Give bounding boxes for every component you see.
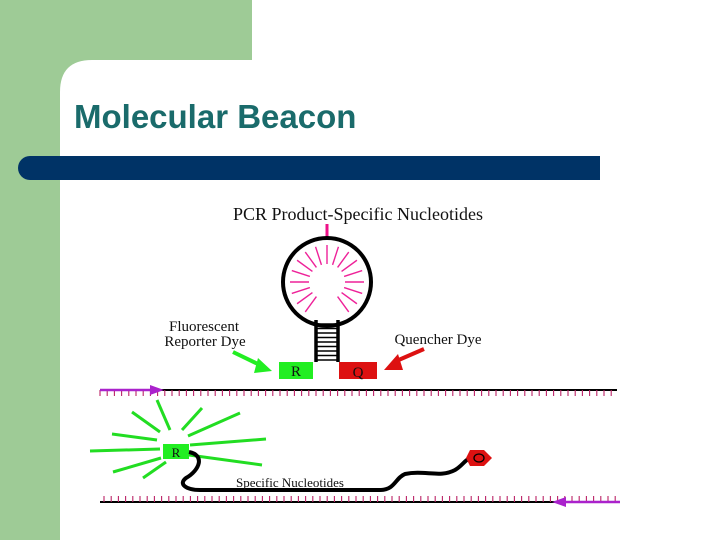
quencher-arrow: [384, 347, 425, 370]
glow-ray: [89, 447, 161, 453]
loop-rays: [290, 245, 364, 313]
quencher-dye-box: Q: [339, 362, 377, 381]
loop-ray: [343, 286, 363, 295]
hairpin-stem: [314, 320, 340, 362]
loop-ray: [331, 246, 340, 266]
glow-ray: [142, 460, 167, 480]
bound-label: Specific Nucleotides: [236, 475, 344, 490]
slide-title: Molecular Beacon: [74, 98, 357, 135]
loop-ray: [291, 269, 311, 278]
loop-ray: [296, 292, 313, 305]
glow-ray: [180, 406, 204, 432]
glow-ray: [189, 437, 267, 447]
reporter-label-line2: Reporter Dye: [164, 334, 246, 350]
bound-probe-strand: [180, 450, 471, 492]
loop-ray: [341, 259, 358, 272]
loop-ray: [296, 259, 313, 272]
glow-ray: [112, 456, 162, 474]
loop-ray: [314, 246, 323, 266]
glow-ray: [111, 432, 158, 442]
glow-ray: [188, 453, 263, 467]
lower-strand-ticks: [103, 496, 616, 502]
loop-ray: [343, 269, 363, 278]
released-quencher: [466, 450, 492, 466]
loop-ray: [291, 286, 311, 295]
glow-ray: [131, 410, 161, 434]
lower-target-strand: [100, 496, 620, 507]
green-side-panel: [0, 0, 60, 540]
upper-target-strand: [99, 385, 617, 396]
rounded-corner: [60, 60, 92, 92]
quencher-letter: Q: [353, 365, 364, 381]
loop-ray: [304, 296, 317, 313]
upper-strand-ticks: [99, 390, 612, 396]
reporter-label-line1: Fluorescent: [169, 319, 240, 335]
released-reporter-letter: R: [172, 445, 181, 460]
stem-rungs: [316, 323, 338, 361]
loop-ray: [304, 251, 317, 268]
reporter-dye-box: R: [279, 362, 313, 380]
reporter-letter: R: [291, 364, 301, 380]
loop-ray: [337, 296, 350, 313]
glow-ray: [187, 411, 241, 438]
loop-ray: [337, 251, 350, 268]
glow-ray: [155, 399, 172, 431]
reporter-glow-rays: [89, 399, 267, 480]
hairpin-loop: [281, 236, 373, 328]
reporter-arrow: [232, 350, 272, 373]
top-label: PCR Product-Specific Nucleotides: [233, 204, 483, 224]
loop-ray: [341, 292, 358, 305]
green-top-panel: [0, 0, 252, 60]
quencher-label: Quencher Dye: [394, 332, 481, 348]
released-reporter-box: R: [163, 444, 189, 460]
